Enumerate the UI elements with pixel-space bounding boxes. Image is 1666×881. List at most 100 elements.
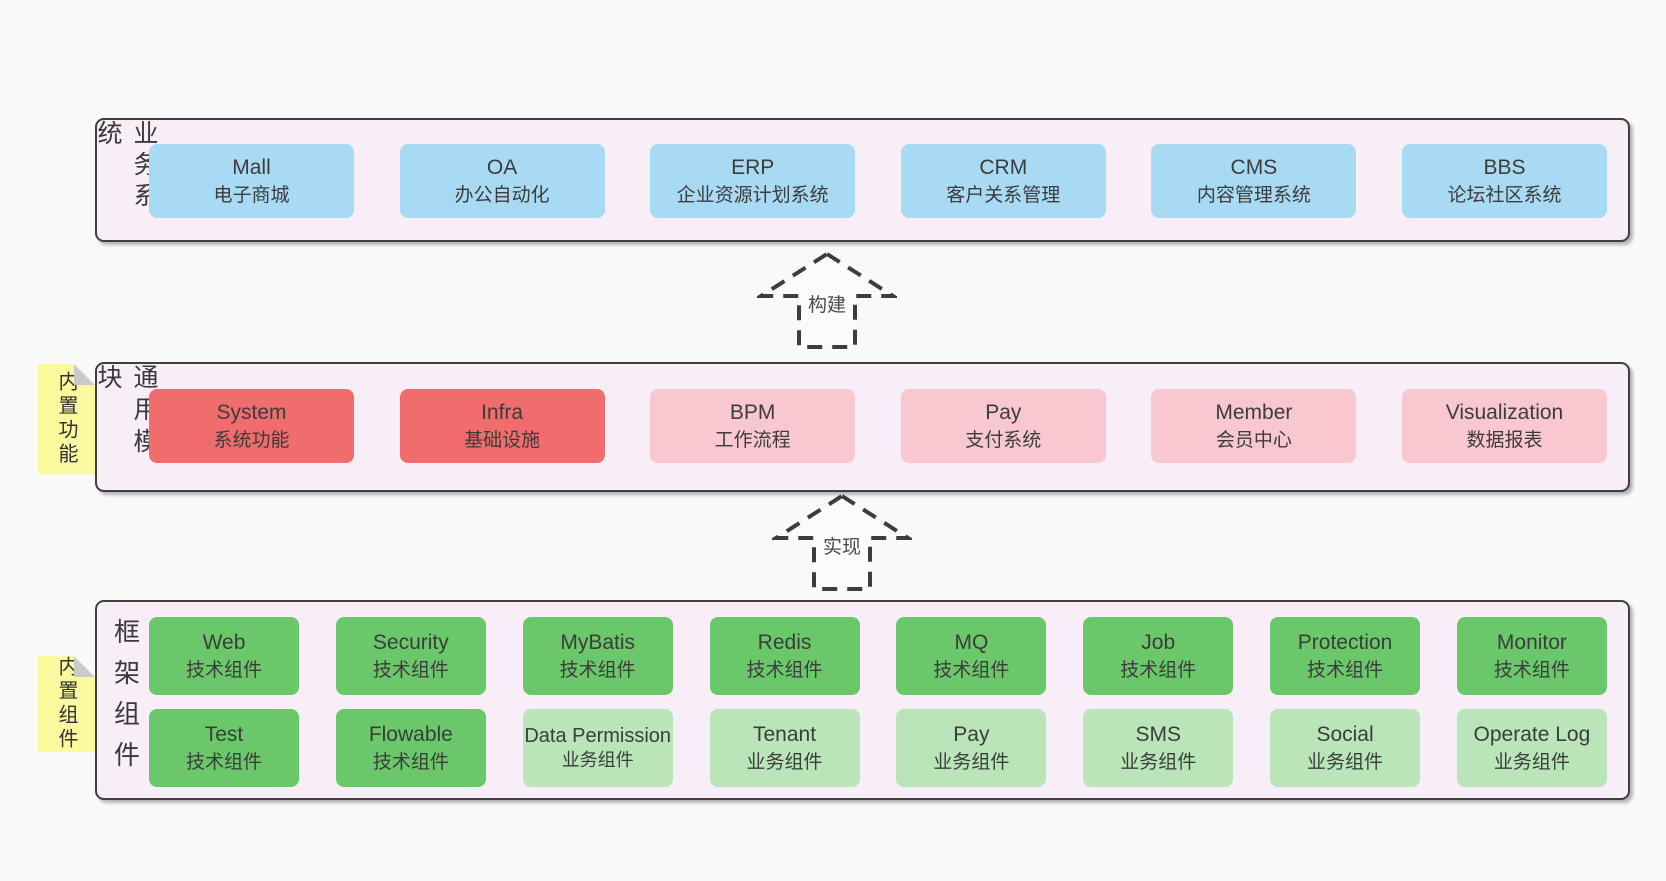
box-title: Mall [232,156,271,179]
folded-corner-icon [74,656,95,677]
box-bbs: BBS 论坛社区系统 [1401,144,1607,218]
box-title: Web [202,631,246,654]
box-subtitle: 业务组件 [933,752,1010,773]
box-subtitle: 系统功能 [213,430,290,451]
box-title: Flowable [368,723,453,746]
box-subtitle: 业务组件 [1120,752,1197,773]
box-title: MyBatis [560,631,636,654]
box-title: CMS [1230,156,1278,179]
box-title: OA [486,156,518,179]
box-subtitle: 业务组件 [561,750,634,770]
box-cms: CMS 内容管理系统 [1151,144,1357,218]
box-test: Test 技术组件 [149,709,299,787]
box-visualization: Visualization 数据报表 [1401,389,1607,463]
box-subtitle: 支付系统 [965,430,1042,451]
box-subtitle: 数据报表 [1466,430,1543,451]
box-title: Monitor [1496,631,1567,654]
framework-components-row-1: Web 技术组件 Security 技术组件 MyBatis 技术组件 Redi… [149,617,1607,695]
box-system: System 系统功能 [149,389,354,463]
box-tenant: Tenant 业务组件 [709,709,860,787]
implement-arrow: 实现 [772,492,912,594]
box-subtitle: 技术组件 [1120,660,1197,681]
box-title: Pay [985,401,1022,424]
box-title: Data Permission [524,725,672,747]
layer-business-systems: 业务系统 Mall 电子商城 OA 办公自动化 ERP 企业资源计划系统 CRM… [94,118,1630,242]
box-title: Infra [481,401,524,424]
box-infra: Infra 基础设施 [399,389,605,463]
box-oa: OA 办公自动化 [399,144,605,218]
box-subtitle: 论坛社区系统 [1447,185,1562,206]
build-arrow-label: 构建 [804,290,850,317]
box-title: Visualization [1445,401,1564,424]
box-sms: SMS 业务组件 [1083,709,1234,787]
layer-framework-components-label: 框架组件 [110,618,141,782]
layer-common-modules-label: 通用模块 [94,364,158,460]
sticky-note-built-in-features: 内置功能 [38,364,95,474]
box-subtitle: 技术组件 [746,660,823,681]
box-subtitle: 技术组件 [559,660,636,681]
box-title: Test [204,723,244,746]
box-title: ERP [731,156,775,179]
box-subtitle: 内容管理系统 [1196,185,1311,206]
implement-arrow-label: 实现 [819,532,865,559]
box-subtitle: 电子商城 [213,185,290,206]
box-subtitle: 技术组件 [1307,660,1384,681]
box-mybatis: MyBatis 技术组件 [522,617,673,695]
business-systems-row: Mall 电子商城 OA 办公自动化 ERP 企业资源计划系统 CRM 客户关系… [149,144,1607,218]
box-subtitle: 业务组件 [1493,752,1570,773]
box-subtitle: 业务组件 [1307,752,1384,773]
box-title: BPM [729,401,776,424]
box-title: Member [1215,401,1293,424]
box-subtitle: 技术组件 [933,660,1010,681]
box-mq: MQ 技术组件 [896,617,1047,695]
common-modules-row: System 系统功能 Infra 基础设施 BPM 工作流程 Pay 支付系统… [149,389,1607,463]
box-subtitle: 会员中心 [1215,430,1292,451]
box-title: Social [1316,723,1374,746]
box-member: Member 会员中心 [1151,389,1357,463]
box-subtitle: 业务组件 [746,752,823,773]
box-title: Pay [953,723,990,746]
box-title: BBS [1483,156,1526,179]
box-data-permission: Data Permission 业务组件 [522,709,673,787]
box-redis: Redis 技术组件 [709,617,860,695]
box-security: Security 技术组件 [335,617,486,695]
box-title: System [216,401,287,424]
layer-business-systems-label: 业务系统 [94,120,158,213]
box-subtitle: 客户关系管理 [946,185,1061,206]
box-title: Security [372,631,449,654]
box-pay-component: Pay 业务组件 [896,709,1047,787]
box-title: SMS [1135,723,1181,746]
box-subtitle: 技术组件 [185,660,262,681]
box-subtitle: 企业资源计划系统 [676,185,829,206]
box-mall: Mall 电子商城 [149,144,354,218]
box-subtitle: 技术组件 [185,752,262,773]
box-subtitle: 技术组件 [1493,660,1570,681]
box-subtitle: 技术组件 [372,660,449,681]
framework-components-row-2: Test 技术组件 Flowable 技术组件 Data Permission … [149,709,1607,787]
sticky-note-text: 内置组件 [55,656,77,752]
box-subtitle: 技术组件 [372,752,449,773]
box-title: Protection [1297,631,1393,654]
box-title: Job [1141,631,1176,654]
box-social: Social 业务组件 [1270,709,1421,787]
box-protection: Protection 技术组件 [1270,617,1421,695]
box-title: Redis [757,631,812,654]
box-erp: ERP 企业资源计划系统 [650,144,856,218]
sticky-note-text: 内置功能 [55,371,77,467]
box-subtitle: 基础设施 [464,430,541,451]
box-pay-system: Pay 支付系统 [900,389,1106,463]
box-subtitle: 工作流程 [714,430,791,451]
box-job: Job 技术组件 [1083,617,1234,695]
sticky-note-built-in-components: 内置组件 [38,656,95,752]
box-flowable: Flowable 技术组件 [335,709,486,787]
box-monitor: Monitor 技术组件 [1456,617,1607,695]
build-arrow: 构建 [757,250,897,352]
box-subtitle: 办公自动化 [454,185,550,206]
box-title: Tenant [753,723,817,746]
box-title: MQ [954,631,989,654]
layer-common-modules: 通用模块 System 系统功能 Infra 基础设施 BPM 工作流程 Pay… [94,362,1630,492]
layer-framework-components: 框架组件 Web 技术组件 Security 技术组件 MyBatis 技术组件… [95,600,1630,800]
box-web: Web 技术组件 [149,617,299,695]
box-title: Operate Log [1473,723,1591,746]
